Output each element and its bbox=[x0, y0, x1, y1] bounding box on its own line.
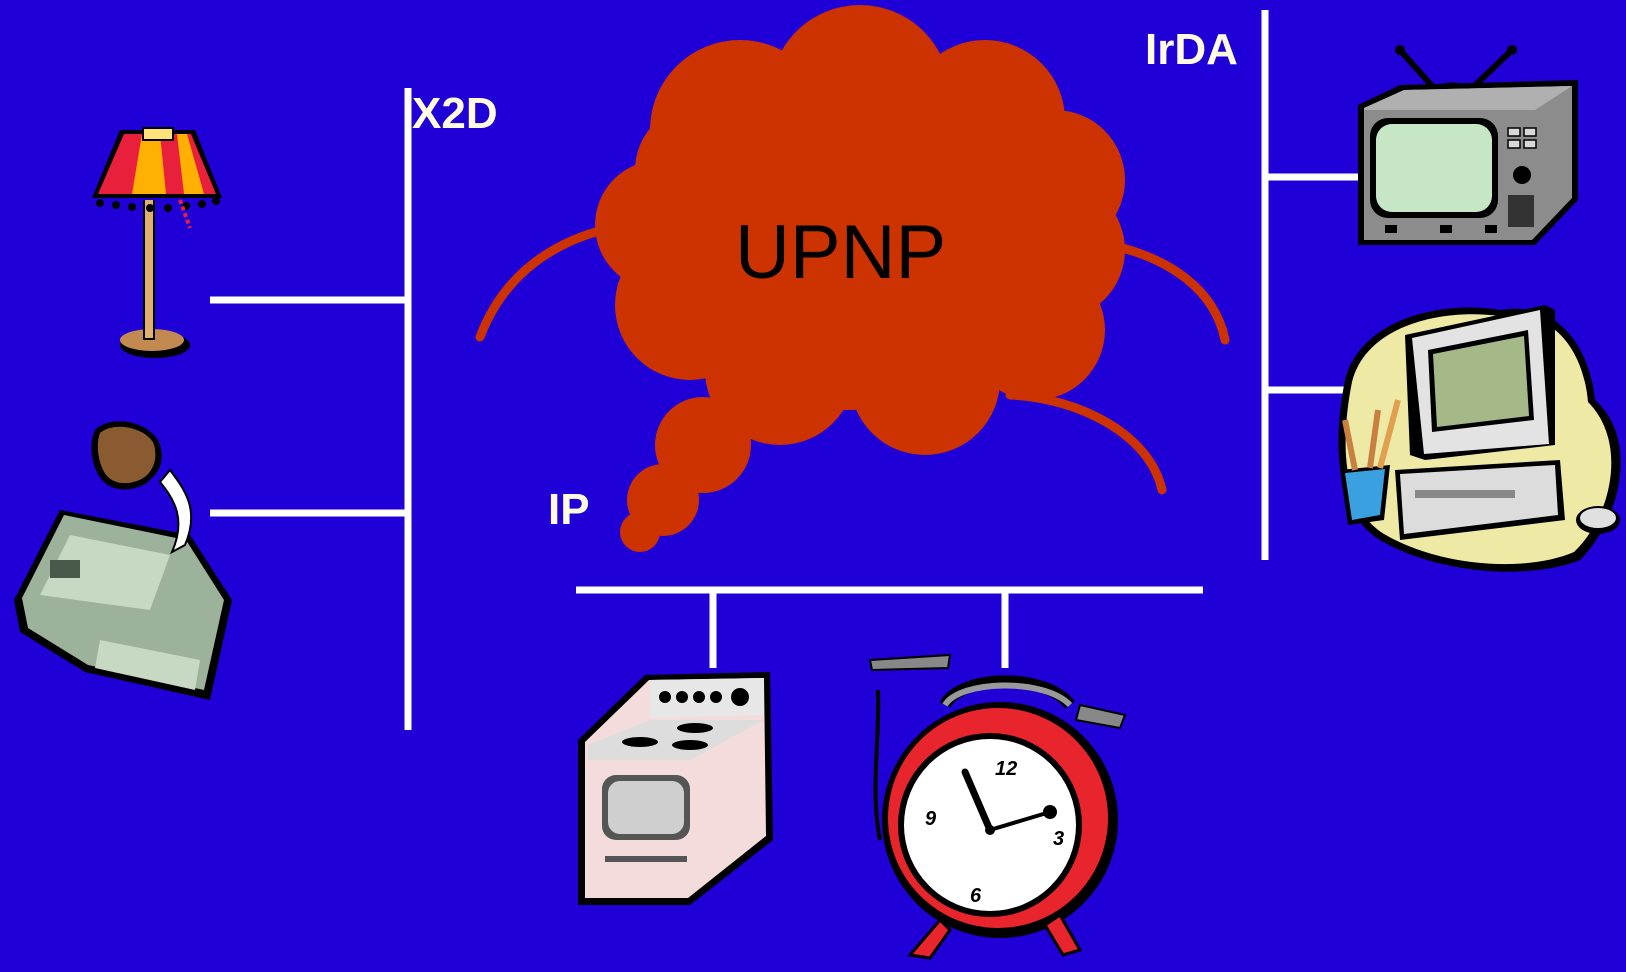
svg-text:6: 6 bbox=[970, 885, 982, 907]
tendril-bottom-right bbox=[1005, 390, 1167, 495]
ip-network-label: IP bbox=[548, 485, 590, 534]
x2d-network-label: X2D bbox=[412, 89, 498, 138]
stove-icon bbox=[578, 672, 773, 905]
desktop-computer-icon bbox=[1338, 305, 1621, 572]
svg-text:12: 12 bbox=[995, 758, 1017, 780]
tendril-left bbox=[475, 223, 615, 342]
irda-network-label: IrDA bbox=[1145, 25, 1238, 74]
tendril-right bbox=[1105, 240, 1230, 345]
television-icon bbox=[1358, 45, 1578, 245]
svg-text:9: 9 bbox=[925, 808, 937, 830]
svg-text:3: 3 bbox=[1053, 828, 1064, 850]
alarm-clock-icon: 12 9 3 6 bbox=[868, 653, 1127, 960]
bus-lines bbox=[210, 10, 1360, 730]
floor-lamp-icon bbox=[92, 127, 222, 358]
upnp-cloud-label: UPNP bbox=[735, 210, 947, 295]
upnp-cloud bbox=[595, 5, 1125, 552]
toaster-icon bbox=[14, 421, 232, 700]
